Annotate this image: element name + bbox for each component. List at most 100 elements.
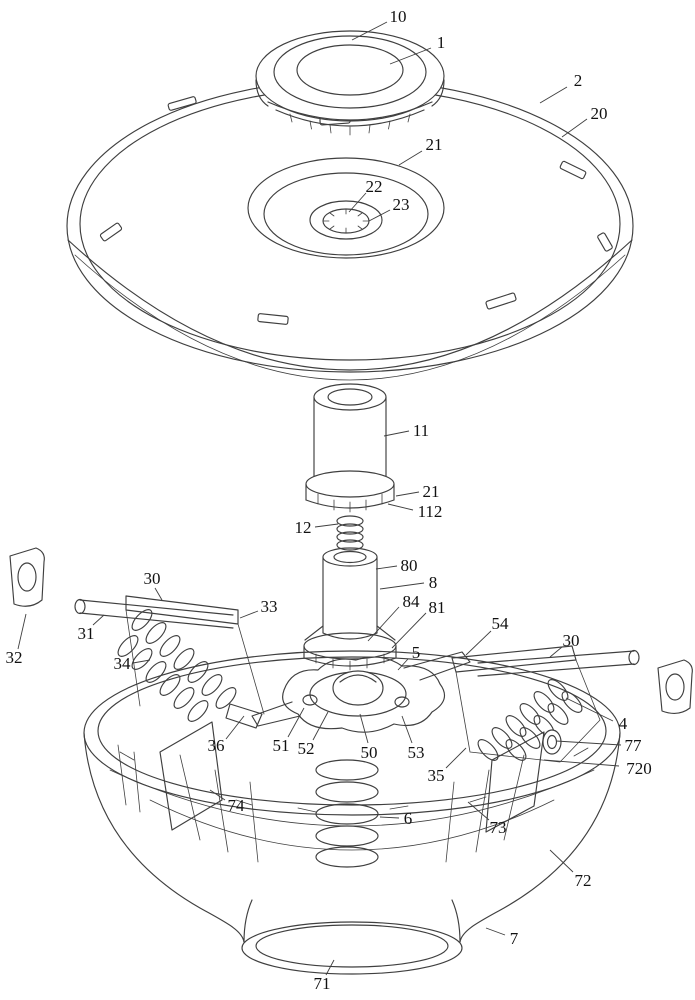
bowl-rim-tabs — [119, 747, 589, 813]
gear-flange-sides — [303, 645, 397, 659]
bowl-rim-inner — [97, 656, 607, 806]
ref-label-7: 7 — [510, 929, 519, 948]
spring-coil — [336, 523, 364, 535]
ref-label-50: 50 — [361, 743, 378, 762]
leader-line-72 — [549, 849, 574, 873]
left-rod — [79, 599, 234, 629]
rotor-right-arm — [403, 651, 471, 681]
ref-label-53: 53 — [408, 743, 425, 762]
bowl-housing-part — [83, 650, 621, 975]
right-rod — [477, 650, 635, 677]
hub-outer — [309, 200, 383, 240]
leader-line-5 — [397, 658, 409, 671]
rotor-cam-part — [251, 651, 471, 733]
bearing-cylinder-part — [303, 547, 397, 671]
disc-thickness-line — [74, 254, 626, 381]
disc-outer — [66, 79, 634, 373]
leader-line-54 — [465, 630, 492, 656]
cylinder-sides — [322, 556, 378, 634]
knob-inner-ring — [296, 44, 404, 96]
leader-line-53 — [401, 715, 413, 744]
top-knob-part — [255, 30, 445, 136]
rotor-left-arm — [251, 701, 301, 727]
ref-label-112: 112 — [418, 502, 443, 521]
ref-label-33: 33 — [261, 597, 278, 616]
bowl-ribs-left — [117, 744, 259, 863]
leader-line-20 — [561, 118, 588, 138]
ref-label-52: 52 — [298, 739, 315, 758]
cylinder-top — [322, 547, 378, 567]
spring-coil — [336, 539, 364, 551]
left-clamp-bore — [17, 562, 37, 592]
ref-label-74: 74 — [228, 796, 246, 815]
spring-coil — [315, 846, 379, 868]
knob-collar-serrations — [289, 113, 411, 136]
ref-label-22: 22 — [366, 177, 383, 196]
ref-label-30: 30 — [563, 631, 580, 650]
shaft-bore — [327, 388, 373, 406]
leader-line-77 — [555, 740, 622, 746]
bowl-skirt-right — [451, 899, 461, 943]
ref-label-32: 32 — [6, 648, 23, 667]
bowl-right-platform — [485, 731, 545, 833]
leader-line-21 — [395, 491, 420, 497]
bowl-inner-wall-curve — [109, 769, 595, 827]
ref-label-51: 51 — [273, 736, 290, 755]
left-clamp-body — [9, 547, 45, 607]
leader-line-52 — [312, 711, 329, 741]
shaft-top — [313, 383, 387, 411]
leader-line-71 — [325, 959, 335, 976]
knob-rim-sides — [255, 79, 445, 107]
ref-label-54: 54 — [492, 614, 510, 633]
castle-collar-top — [305, 470, 395, 498]
left-bracket-foot — [225, 703, 263, 729]
leader-line-22 — [348, 192, 367, 213]
right-clamp-part — [657, 659, 693, 714]
bowl-skirt-left — [243, 899, 253, 943]
leader-line-34 — [132, 659, 151, 664]
leader-line-2 — [539, 86, 568, 104]
spring-coil — [315, 781, 379, 803]
bowl-wall-right — [459, 732, 621, 943]
ref-label-30: 30 — [144, 569, 161, 588]
leader-line-50 — [359, 713, 369, 744]
ref-label-31: 31 — [78, 624, 95, 643]
disc-vent-slots — [99, 96, 613, 325]
knob-collar-top — [267, 101, 433, 121]
disc-recess-outer — [247, 157, 445, 259]
leader-line-84 — [367, 606, 400, 642]
ref-label-34: 34 — [114, 654, 132, 673]
bowl-wall-left — [83, 732, 245, 943]
rotor-peg-left — [302, 694, 318, 706]
spring-coil — [315, 803, 379, 825]
ref-label-6: 6 — [404, 809, 413, 828]
ref-label-11: 11 — [413, 421, 429, 440]
ref-label-36: 36 — [208, 736, 225, 755]
leader-line-6 — [379, 816, 400, 819]
leader-line-32 — [17, 613, 27, 650]
left-clamp-part — [9, 547, 45, 607]
knob-collar-bottom — [275, 109, 425, 127]
knob-outer — [255, 30, 445, 122]
spring-coil — [315, 825, 379, 847]
bowl-bottom-rim — [241, 921, 463, 975]
ref-label-8: 8 — [429, 573, 438, 592]
ref-label-84: 84 — [403, 592, 421, 611]
leader-line-36 — [225, 715, 245, 740]
ref-label-35: 35 — [428, 766, 445, 785]
shaft-sides — [313, 396, 387, 478]
right-clamp-body — [657, 659, 693, 714]
ref-label-81: 81 — [429, 598, 446, 617]
main-spring-part — [315, 759, 379, 868]
leader-line-33 — [239, 610, 259, 619]
spring-coil — [336, 531, 364, 543]
ref-label-5: 5 — [412, 643, 421, 662]
leader-line-21 — [398, 150, 423, 166]
leader-line-1 — [389, 47, 432, 65]
shaft-sleeve-part — [305, 383, 395, 513]
ref-label-20: 20 — [591, 104, 608, 123]
leader-line-30 — [154, 587, 163, 601]
right-clamp-bore — [665, 673, 685, 701]
right-rod-end — [628, 649, 640, 666]
